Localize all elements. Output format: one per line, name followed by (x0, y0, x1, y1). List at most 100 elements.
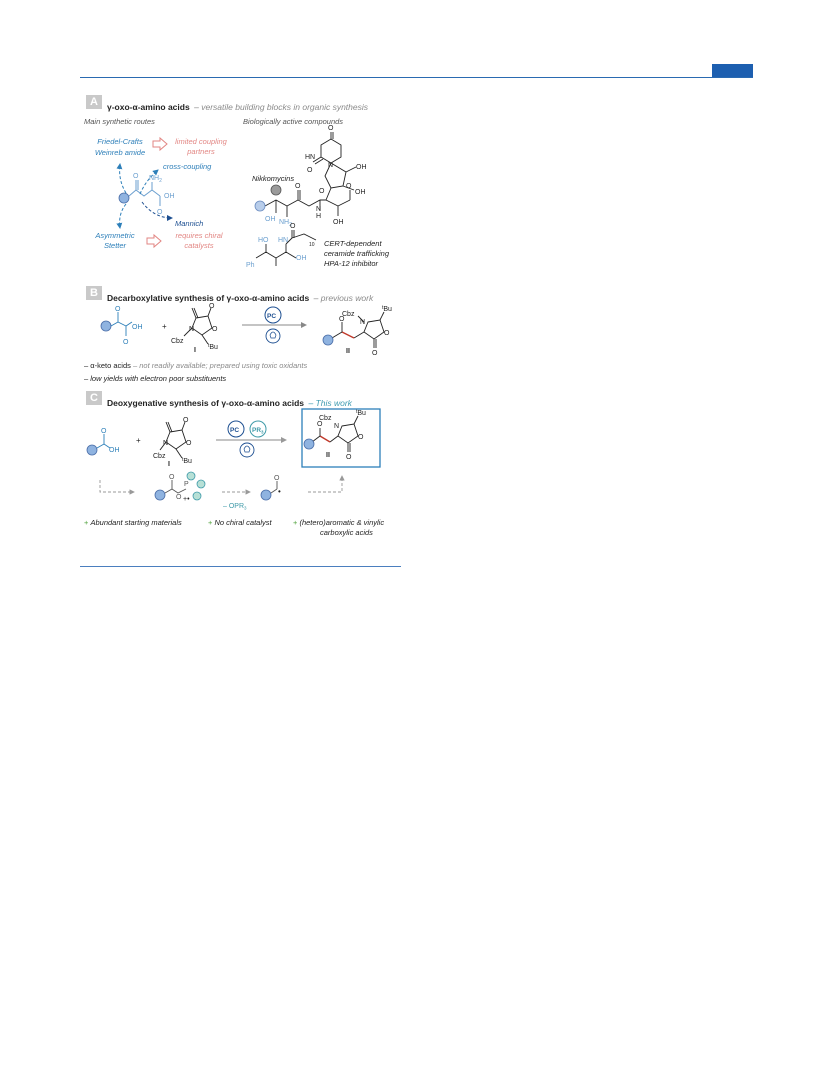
svg-text:OH: OH (109, 447, 120, 454)
svg-text:NH2: NH2 (279, 219, 292, 228)
panel-b-title: Decarboxylative synthesis of γ-oxo-α-ami… (107, 293, 310, 303)
svg-text:– OPR3: – OPR3 (223, 503, 247, 511)
svg-text:H: H (316, 213, 321, 220)
svg-text:OH: OH (265, 216, 276, 223)
svg-text:O: O (123, 339, 129, 346)
svg-text:O: O (209, 303, 215, 310)
svg-text:O: O (157, 209, 163, 216)
photocatalyst-icon (227, 420, 245, 438)
nikkomycins-label: Nikkomycins (252, 174, 295, 183)
svg-text:O: O (115, 306, 121, 313)
cert-label-1: CERT-dependent (324, 239, 382, 248)
asymmetric-label-1: Asymmetric (95, 231, 135, 240)
note1-lead: α-keto acids (90, 361, 131, 370)
product-box (301, 408, 381, 468)
svg-text:OH: OH (132, 324, 143, 331)
svg-text:PR3: PR3 (252, 427, 264, 435)
svg-text:tBu: tBu (382, 305, 392, 313)
advantage-3-text-2: carboxylic acids (320, 528, 373, 537)
svg-text:OH: OH (333, 219, 344, 226)
panel-b-badge: B (86, 286, 102, 300)
bottom-rule (80, 566, 401, 567)
svg-text:10: 10 (309, 242, 315, 248)
light-bulb-icon (239, 442, 255, 458)
svg-text:OH: OH (355, 189, 366, 196)
svg-text:O: O (290, 223, 296, 230)
red-arrow-icon (146, 233, 162, 249)
svg-text:O: O (169, 474, 175, 481)
bio-heading: Biologically active compounds (243, 117, 344, 126)
panel-a-heading: γ-oxo-α-amino acids – versatile building… (107, 97, 368, 115)
svg-text:HO: HO (258, 237, 269, 244)
svg-text:+: + (162, 322, 167, 331)
panel-c-title: Deoxygenative synthesis of γ-oxo-α-amino… (107, 398, 305, 408)
light-substituent-icon (254, 200, 266, 212)
note2-text: low yields with electron poor substituen… (90, 374, 227, 383)
r-group-icon (196, 479, 206, 489)
svg-text:O: O (317, 421, 323, 428)
panel-a-structures: O NH2 O OH O HN O N OH OH O O H N O (116, 125, 367, 269)
header-tab (712, 64, 753, 77)
panel-a-subtitle: – versatile building blocks in organic s… (194, 102, 369, 112)
svg-text:O: O (186, 440, 192, 447)
svg-text:O: O (133, 173, 139, 180)
svg-text:O: O (358, 434, 364, 441)
svg-text:•: • (278, 487, 281, 496)
substituent-circle-icon (303, 438, 315, 450)
note1-rest: – not readily available; prepared using … (132, 361, 308, 370)
header-rule (80, 77, 753, 78)
svg-text:O: O (372, 350, 378, 357)
svg-text:I: I (194, 347, 196, 354)
light-bulb-icon (265, 328, 281, 344)
svg-text:O: O (307, 167, 313, 174)
advantage-3-text-1: (hetero)aromatic & vinylic (299, 518, 385, 527)
friedel-crafts-label: Friedel-Crafts (97, 137, 143, 146)
advantage-1: + Abundant starting materials (84, 518, 182, 527)
panel-c-badge: C (86, 391, 102, 405)
pr3-label: PR (252, 427, 261, 434)
routes-heading: Main synthetic routes (84, 117, 155, 126)
pc-label-c: PC (230, 427, 239, 434)
svg-text:O: O (328, 125, 334, 132)
panel-a-badge: A (86, 95, 102, 109)
svg-text:O: O (346, 183, 352, 190)
advantage-1-text: Abundant starting materials (90, 518, 182, 527)
panel-c-subtitle: – This work (308, 398, 352, 408)
svg-text:+•: +• (183, 496, 190, 503)
svg-text:O: O (295, 183, 301, 190)
gray-substituent-icon (270, 184, 282, 196)
svg-text:Cbz: Cbz (342, 311, 355, 318)
svg-text:O: O (339, 316, 345, 323)
svg-text:N: N (334, 423, 339, 430)
panel-b-note-2: – low yields with electron poor substitu… (84, 374, 227, 383)
svg-text:HN: HN (278, 237, 288, 244)
svg-text:+: + (136, 436, 141, 445)
svg-text:N: N (328, 162, 333, 169)
svg-text:Ph: Ph (246, 262, 255, 269)
svg-text:P: P (184, 481, 189, 488)
limited-label-2: partners (187, 147, 215, 156)
svg-text:N: N (360, 319, 365, 326)
substituent-circle-icon (260, 489, 272, 501)
phosphine-icon (249, 420, 267, 438)
svg-text:OH: OH (164, 193, 175, 200)
svg-text:tBu: tBu (208, 343, 218, 351)
chiral-label-1: requires chiral (175, 231, 223, 240)
svg-text:N: N (189, 326, 194, 333)
advantage-2: + No chiral catalyst (208, 518, 272, 527)
svg-text:O: O (346, 454, 352, 461)
advantage-2-text: No chiral catalyst (214, 518, 272, 527)
svg-text:N: N (163, 440, 168, 447)
limited-label-1: limited coupling (175, 137, 227, 146)
panel-b-scheme: O O OH + O O N Cbz tBu I PC O N Cbz tBu … (100, 303, 392, 357)
svg-text:O: O (274, 475, 280, 482)
svg-text:O: O (183, 417, 189, 424)
cert-label-2: ceramide trafficking (324, 249, 390, 258)
chiral-label-2: catalysts (184, 241, 214, 250)
svg-text:OH: OH (356, 164, 367, 171)
cert-label-3: HPA-12 inhibitor (324, 259, 379, 268)
svg-text:Cbz: Cbz (171, 338, 184, 345)
svg-text:O: O (384, 330, 390, 337)
cross-coupling-label: cross-coupling (163, 162, 212, 171)
panel-b-heading: Decarboxylative synthesis of γ-oxo-α-ami… (107, 288, 373, 306)
